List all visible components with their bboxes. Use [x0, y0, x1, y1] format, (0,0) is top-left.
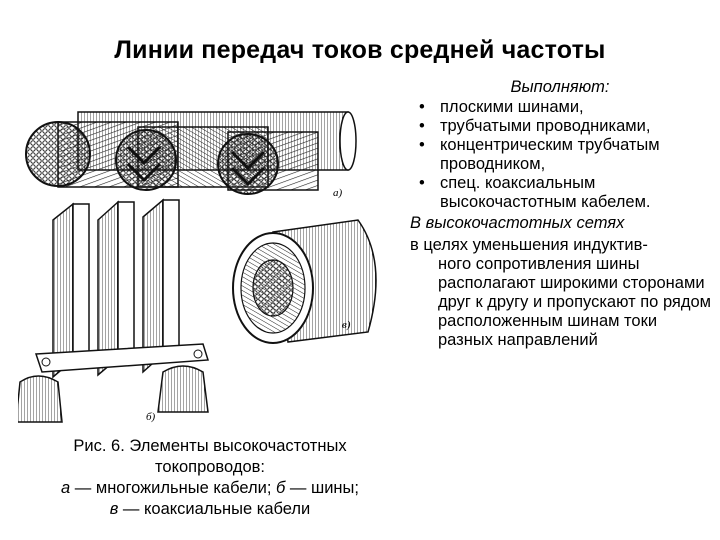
multistrand-cables-drawing: а) — [25, 111, 357, 199]
bullet-item: •плоскими шинами, — [419, 98, 584, 116]
bullet-list: •плоскими шинами, •трубчатыми проводника… — [410, 98, 716, 212]
label-c: в) — [342, 319, 351, 331]
busbars-drawing: б) — [18, 198, 209, 423]
bullet-marker: • — [419, 117, 425, 135]
bullet-marker: • — [419, 98, 425, 116]
caption-line-3: а — многожильные кабели; б — шины; — [61, 479, 359, 497]
label-a: а) — [333, 187, 343, 199]
bullet-item: •трубчатыми проводниками, — [419, 117, 651, 135]
label-b: б) — [146, 411, 156, 423]
bullet-item: •концентрическим трубчатым проводником, — [419, 136, 660, 173]
intro-text: Выполняют: — [510, 78, 610, 96]
hf-networks-text: в целях уменьшения индуктив- ного сопрот… — [410, 236, 712, 349]
conductor-illustration: а) б) в) — [18, 111, 377, 423]
bullet-marker: • — [419, 136, 425, 154]
slide-title: Линии передач токов средней частоты — [114, 36, 606, 64]
hf-networks-heading: В высокочастотных сетях — [410, 214, 625, 232]
figure-caption: Рис. 6. Элементы высокочастотных токопро… — [14, 436, 406, 520]
bullet-marker: • — [419, 174, 425, 192]
bullet-item: •спец. коаксиальным высокочастотным кабе… — [419, 174, 651, 211]
caption-line-2: токопроводов: — [155, 458, 265, 476]
description-column: Выполняют: •плоскими шинами, •трубчатыми… — [410, 78, 716, 350]
coaxial-cable-drawing: в) — [232, 219, 377, 344]
caption-line-4: в — коаксиальные кабели — [109, 500, 311, 518]
caption-line-1: Рис. 6. Элементы высокочастотных — [73, 437, 347, 455]
